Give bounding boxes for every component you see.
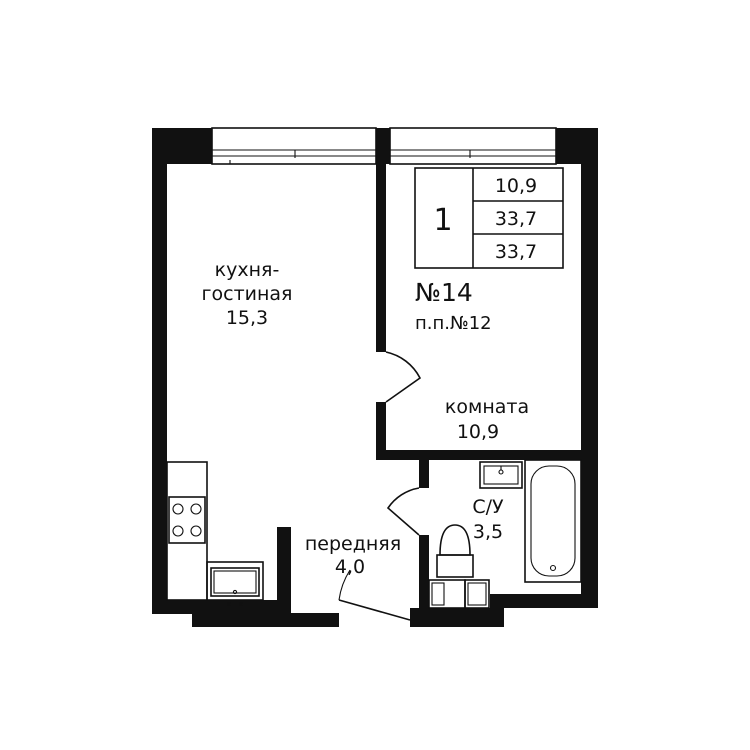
bedroom-label: комната	[445, 396, 529, 418]
info-total-area: 33,7	[495, 208, 537, 230]
kitchen-counter	[166, 461, 208, 601]
wall-hall-bottom	[277, 613, 339, 627]
info-rooms-count: 1	[433, 203, 452, 238]
wall-bath-left-upper	[419, 460, 429, 488]
window-right	[389, 127, 557, 165]
wall-bottom-left-2	[192, 600, 277, 627]
bathroom-area: 3,5	[473, 521, 503, 543]
washing-machine-icon	[428, 579, 490, 609]
apartment-subnumber: п.п.№12	[415, 313, 492, 334]
exterior-walls	[152, 128, 598, 627]
info-living-area: 10,9	[495, 175, 537, 197]
wall-top-post	[376, 128, 390, 164]
wall-bath-corner	[490, 594, 504, 627]
door-bathroom	[386, 487, 420, 536]
washbasin-icon	[479, 461, 523, 489]
stove-icon	[168, 496, 206, 544]
wall-bottom-mid	[410, 608, 504, 627]
window-left	[211, 127, 377, 165]
wall-bath-left-lower	[419, 535, 429, 615]
hall-label: передняя	[305, 533, 401, 555]
wall-right	[581, 128, 598, 608]
kitchen-label-line2: гостиная	[202, 283, 293, 305]
info-table-frame	[414, 167, 564, 269]
doors	[338, 351, 422, 621]
toilet-icon	[436, 524, 474, 578]
wall-partition-upper	[376, 164, 386, 352]
wall-left	[152, 128, 167, 614]
apartment-number: №14	[415, 278, 473, 307]
wall-kitchen-stub	[277, 527, 291, 627]
info-table: 1 10,9 33,7 33,7	[414, 167, 564, 269]
kitchen-sink-icon	[210, 567, 260, 606]
bathtub-icon	[524, 459, 582, 583]
kitchen-counter-bottom	[206, 561, 264, 601]
door-bedroom	[385, 351, 422, 403]
kitchen-fixtures	[166, 461, 264, 606]
wall-bedroom-bottom	[376, 450, 581, 460]
kitchen-area: 15,3	[226, 307, 268, 329]
door-entrance	[338, 599, 411, 621]
interior-walls	[376, 164, 581, 615]
bedroom-area: 10,9	[457, 421, 499, 443]
wall-partition-lower	[376, 402, 386, 460]
info-total-area-2: 33,7	[495, 241, 537, 263]
kitchen-label-line1: кухня-	[215, 259, 280, 281]
windows	[211, 127, 557, 165]
bathroom-fixtures	[428, 459, 582, 609]
hall-area: 4,0	[335, 556, 365, 578]
bathroom-label: С/У	[472, 496, 504, 518]
wall-bottom-right	[490, 594, 598, 608]
